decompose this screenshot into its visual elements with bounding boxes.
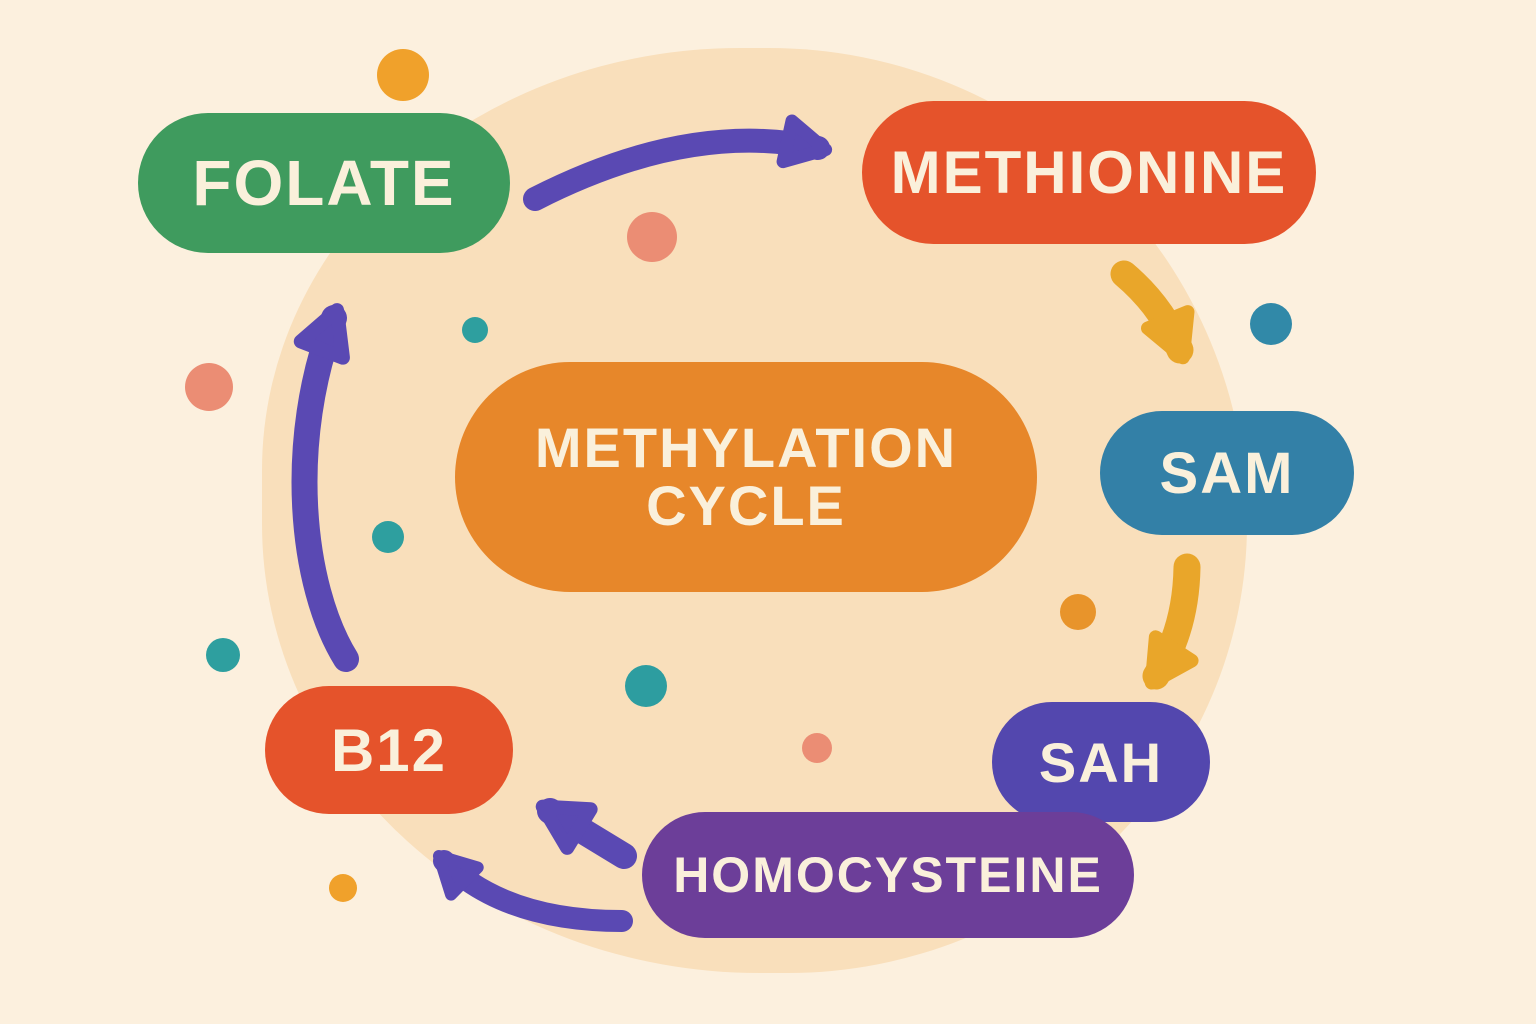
- node-homocysteine-label: HOMOCYSTEINE: [673, 847, 1103, 903]
- decorative-dot-orange-bottom: [329, 874, 357, 902]
- node-b12-label: B12: [330, 716, 448, 784]
- decorative-dot-orange-right: [1060, 594, 1096, 630]
- node-methionine: METHIONINE: [862, 101, 1316, 244]
- node-b12: B12: [265, 686, 513, 814]
- node-sam-label: SAM: [1159, 440, 1295, 506]
- decorative-dot-teal-right: [1250, 303, 1292, 345]
- center-title-line2: CYCLE: [646, 474, 846, 537]
- node-sah: SAH: [992, 702, 1210, 822]
- decorative-dot-orange-top: [377, 49, 429, 101]
- node-methionine-label: METHIONINE: [890, 139, 1288, 206]
- arrow-methionine-to-sam: [1110, 260, 1195, 365]
- decorative-dot-salmon-top: [627, 212, 677, 262]
- decorative-dot-teal-upper-mid: [462, 317, 488, 343]
- arrow-sam-to-sah: [1142, 553, 1201, 690]
- decorative-dot-teal-lower-left: [206, 638, 240, 672]
- arrow-homocysteine-to-b12: [535, 798, 637, 869]
- decorative-dot-salmon-bottom: [802, 733, 832, 763]
- arrow-homocysteine-to-b12-arc: [432, 850, 633, 932]
- decorative-dot-salmon-left: [185, 363, 233, 411]
- center-title-line1: METHYLATION: [534, 415, 958, 479]
- node-folate-label: FOLATE: [192, 147, 456, 219]
- node-sam: SAM: [1100, 411, 1354, 535]
- decorative-dot-teal-bottom-mid: [625, 665, 667, 707]
- center-title-pill: METHYLATION CYCLE: [455, 362, 1037, 592]
- arrow-b12-to-folate: [291, 303, 359, 672]
- node-homocysteine: HOMOCYSTEINE: [642, 812, 1134, 938]
- arrow-folate-to-methionine: [523, 114, 833, 211]
- node-folate: FOLATE: [138, 113, 510, 253]
- node-sah-label: SAH: [1038, 730, 1164, 794]
- decorative-dot-teal-mid-left: [372, 521, 404, 553]
